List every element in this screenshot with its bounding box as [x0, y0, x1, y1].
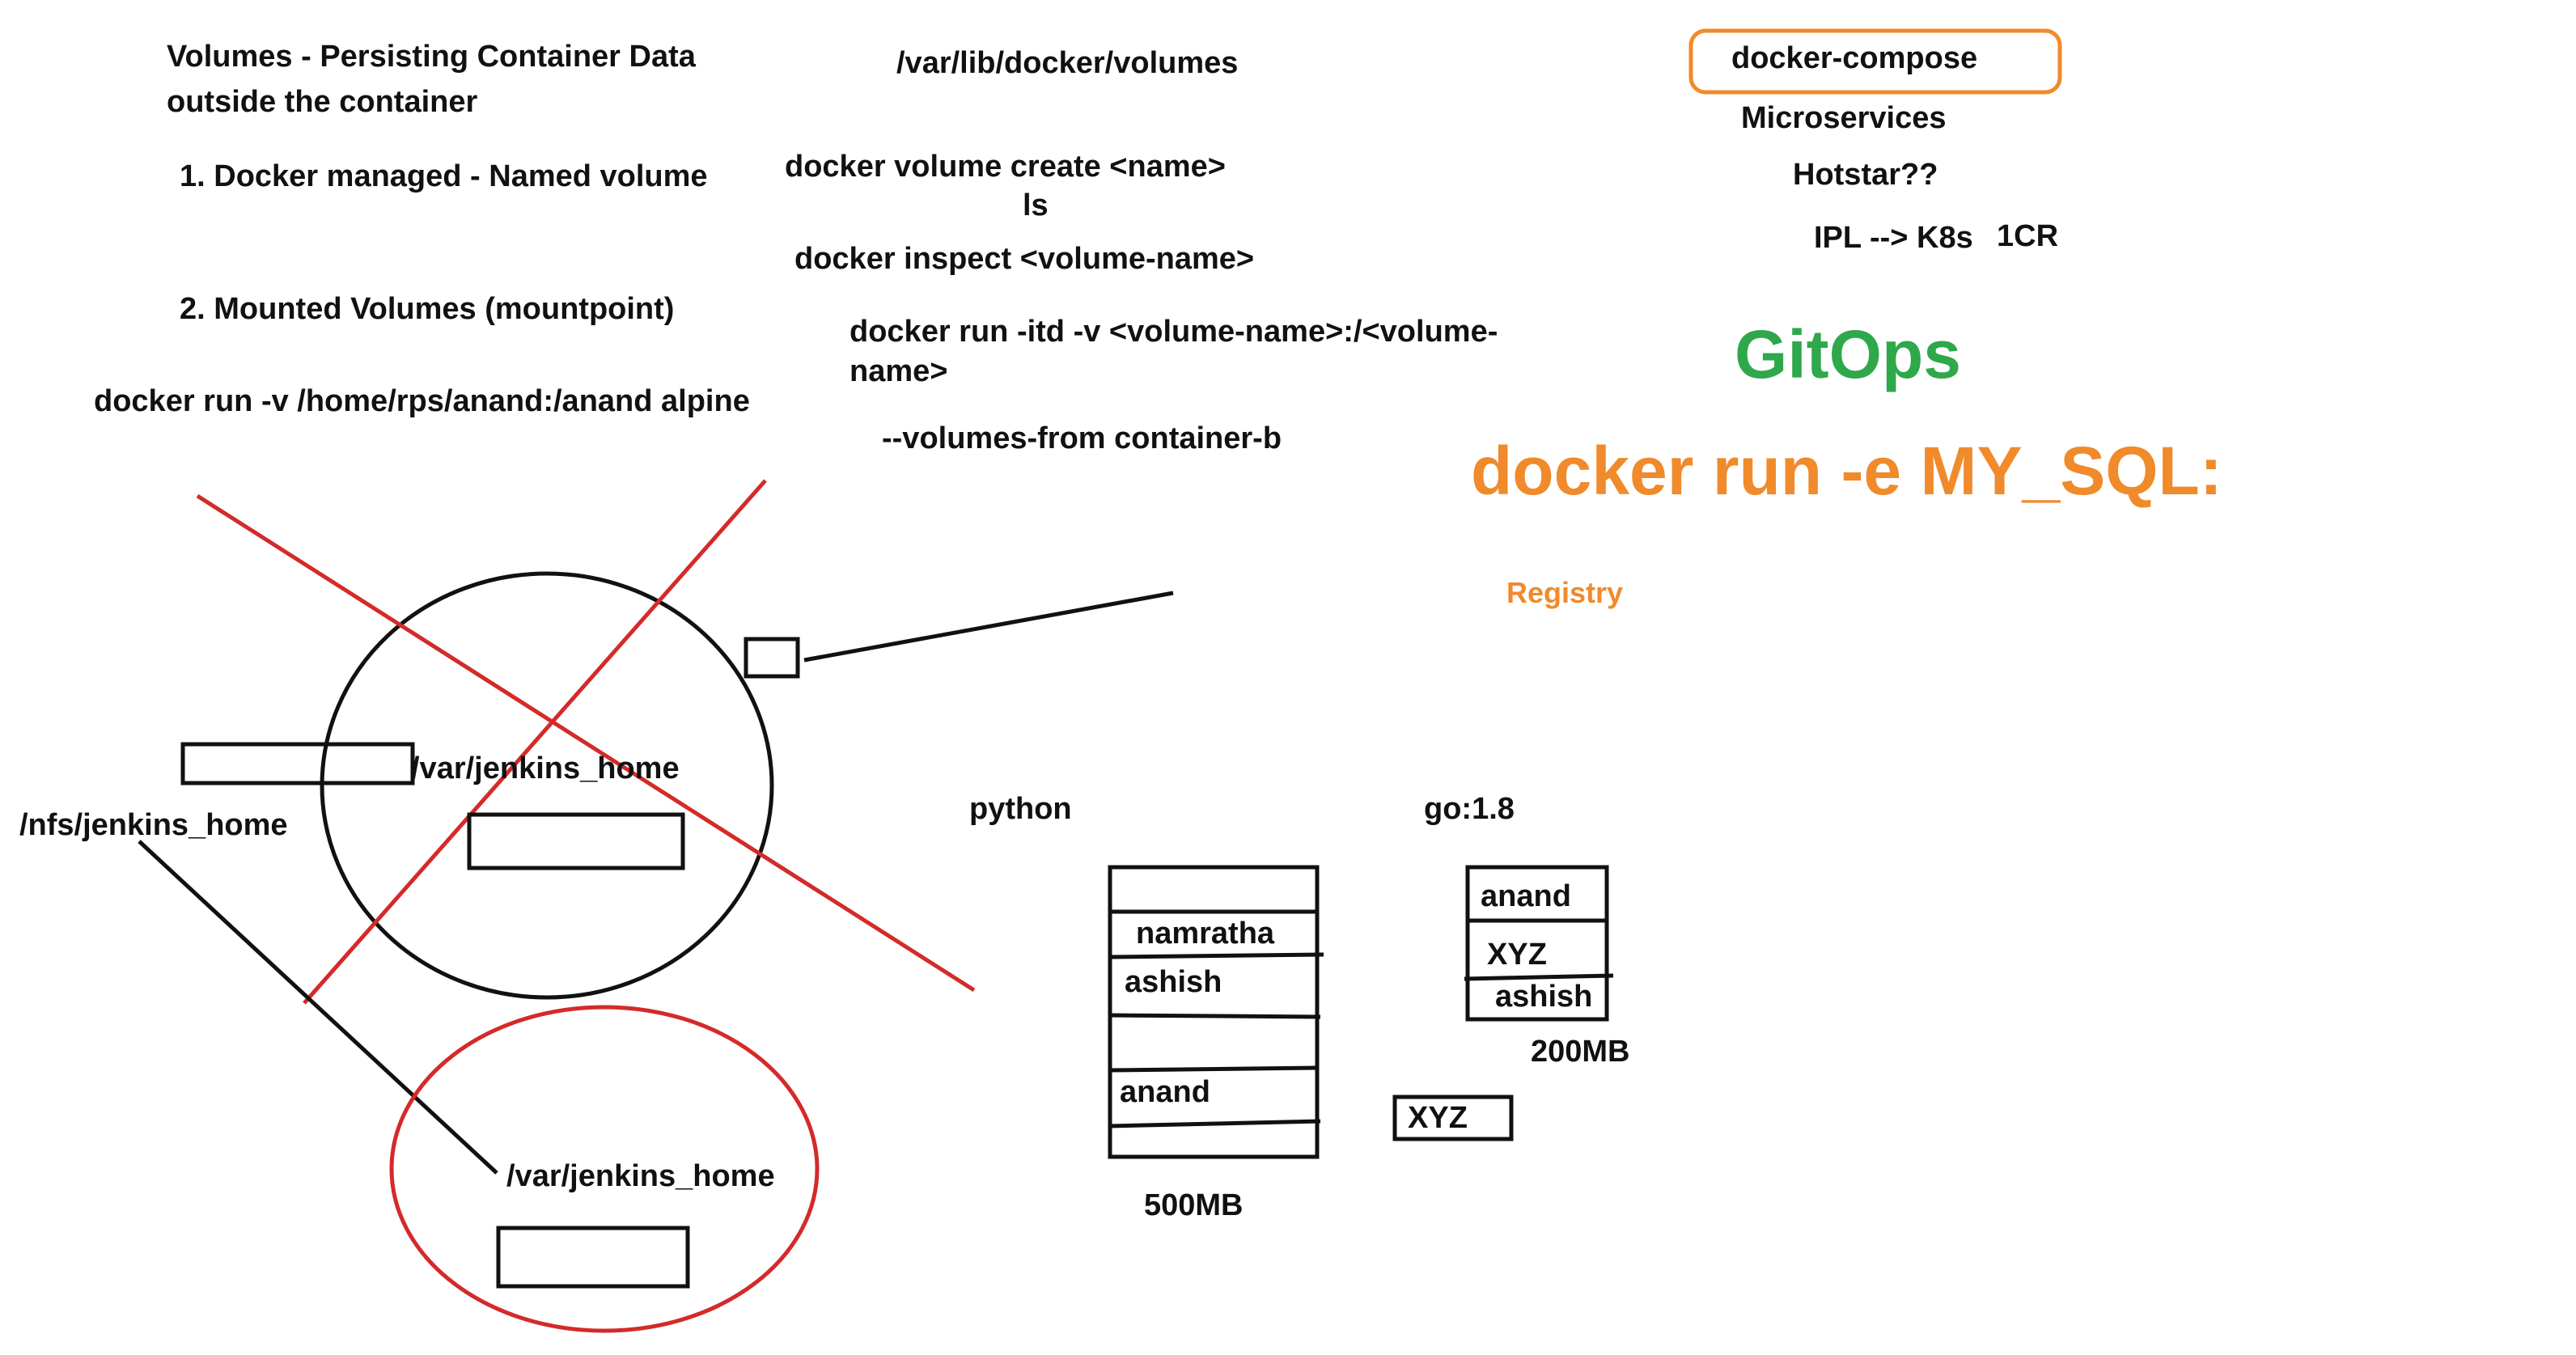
python-layer-divider	[1109, 1119, 1321, 1128]
go-size-label: 200MB	[1531, 1035, 1630, 1069]
host-folder-box	[180, 742, 415, 785]
nfs-link-line	[138, 840, 498, 1175]
go-stack-frame	[1465, 865, 1609, 1022]
python-layer-divider	[1109, 952, 1324, 959]
gitops-label: GitOps	[1735, 316, 1962, 392]
volumes-path: /var/lib/docker/volumes	[896, 46, 1239, 80]
container-circle	[320, 571, 774, 1000]
go-layer-label: XYZ	[1487, 938, 1547, 972]
python-stack-label: python	[969, 792, 1072, 826]
var-jenkins-home-label: /var/jenkins_home	[411, 752, 680, 785]
title-line-1: Volumes - Persisting Container Data	[167, 40, 696, 74]
python-layer-label: anand	[1120, 1075, 1210, 1109]
python-layer-label: ashish	[1125, 965, 1222, 999]
title-line-2: outside the container	[167, 85, 478, 119]
run-itd-command: docker run -itd -v <volume-name>:/<volum…	[849, 315, 1498, 389]
hotstar-label: Hotstar??	[1793, 158, 1938, 192]
python-layer-divider	[1109, 1065, 1318, 1073]
python-layer-label: namratha	[1136, 917, 1275, 951]
run-mount-command: docker run -v /home/rps/anand:/anand alp…	[94, 384, 750, 418]
go-layer-label: anand	[1481, 879, 1571, 913]
go-layer-divider	[1464, 973, 1614, 981]
microservices-label: Microservices	[1741, 101, 1947, 135]
go-stack-label: go:1.8	[1424, 792, 1515, 826]
python-layer-divider	[1109, 1013, 1321, 1019]
volumes-from-command: --volumes-from container-b	[882, 421, 1282, 455]
container-inner-box	[467, 812, 685, 870]
python-size-label: 500MB	[1144, 1188, 1244, 1222]
go-layer-label: ashish	[1495, 980, 1593, 1014]
cross-out-line-2	[303, 479, 767, 1005]
volume-create-command: docker volume create <name>	[785, 150, 1226, 184]
cross-out-line-1	[196, 493, 976, 993]
ls-command: ls	[1023, 188, 1049, 222]
docker-run-env-command: docker run -e MY_SQL:	[1471, 433, 2222, 509]
ipl-k8s-label: IPL --> K8s	[1814, 221, 1973, 255]
xyz-box-label: XYZ	[1408, 1101, 1468, 1135]
nfs-jenkins-home-label: /nfs/jenkins_home	[19, 808, 288, 842]
port-connector-line	[803, 591, 1174, 663]
xyz-layer-box	[1392, 1095, 1514, 1141]
mounted-volumes-note: 2. Mounted Volumes (mountpoint)	[180, 292, 675, 326]
var-jenkins-home-label-2: /var/jenkins_home	[506, 1159, 775, 1193]
small-port-box	[744, 637, 800, 679]
inspect-command: docker inspect <volume-name>	[794, 242, 1255, 276]
named-volume-note: 1. Docker managed - Named volume	[180, 159, 708, 193]
registry-label: Registry	[1506, 576, 1624, 609]
python-stack-frame	[1108, 865, 1320, 1159]
docker-compose-label: docker-compose	[1731, 41, 1978, 75]
docker-compose-box	[1688, 28, 2062, 95]
container-inner-box-2	[496, 1226, 690, 1289]
container-circle-red	[389, 1005, 820, 1333]
one-cr-label: 1CR	[1997, 219, 2059, 253]
